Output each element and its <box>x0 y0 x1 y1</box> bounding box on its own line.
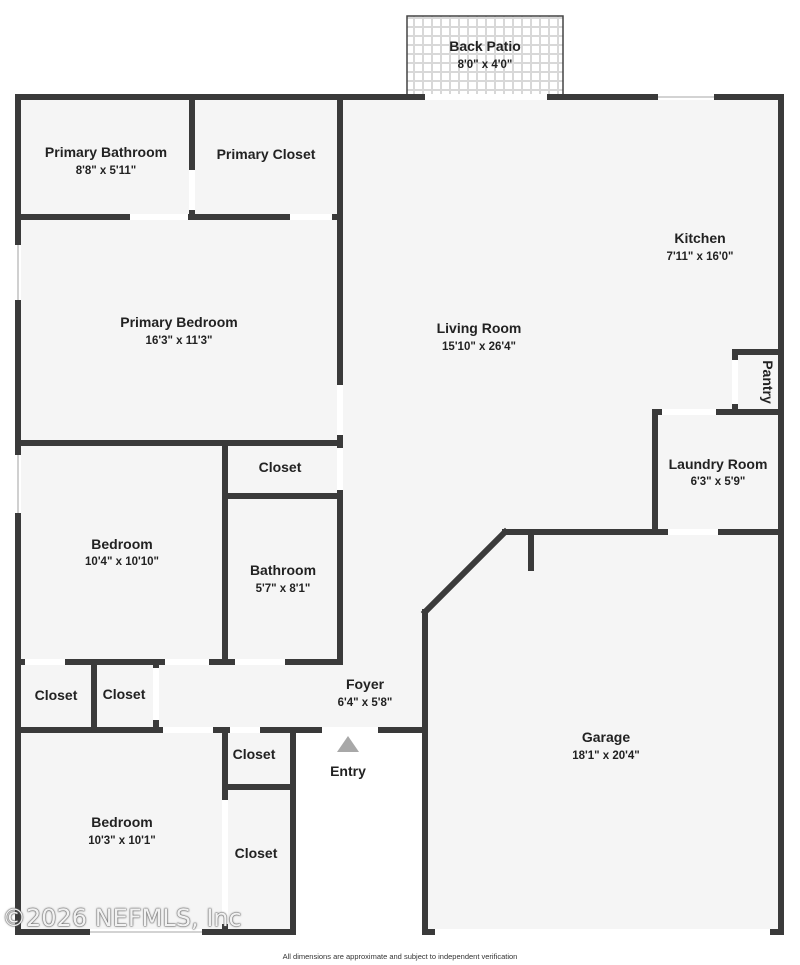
hall-closet-name: Closet <box>259 459 302 475</box>
kitchen-name: Kitchen <box>674 230 725 246</box>
entry-label: Entry <box>330 763 366 779</box>
primary-closet-name: Primary Closet <box>217 146 316 162</box>
bedroom-upper-dims: 10'4" x 10'10" <box>85 556 159 568</box>
back-patio-name: Back Patio <box>449 38 521 54</box>
living-room-dims: 15'10" x 26'4" <box>442 341 516 353</box>
closet-a-name: Closet <box>35 687 78 703</box>
bedroom-lower-name: Bedroom <box>91 814 152 830</box>
entry-porch <box>293 733 423 932</box>
closet-d-name: Closet <box>235 845 278 861</box>
watermark: ©2026 NEFMLS, Inc <box>2 904 242 932</box>
pantry-name: Pantry <box>760 360 776 404</box>
garage-dims: 18'1" x 20'4" <box>572 750 640 762</box>
room-labels: Back Patio 8'0" x 4'0" Primary Bathroom … <box>35 38 776 861</box>
back-patio <box>406 15 564 97</box>
closet-c-name: Closet <box>233 746 276 762</box>
foyer-dims: 6'4" x 5'8" <box>338 697 393 709</box>
window-panes <box>17 96 714 933</box>
bathroom-name: Bathroom <box>250 562 316 578</box>
living-room-name: Living Room <box>437 320 522 336</box>
bedroom-lower-dims: 10'3" x 10'1" <box>88 835 156 847</box>
primary-bedroom-name: Primary Bedroom <box>120 314 237 330</box>
disclaimer: All dimensions are approximate and subje… <box>282 952 518 961</box>
foyer-name: Foyer <box>346 676 385 692</box>
primary-bathroom-dims: 8'8" x 5'11" <box>76 165 137 177</box>
primary-bathroom-name: Primary Bathroom <box>45 144 167 160</box>
back-patio-dims: 8'0" x 4'0" <box>458 59 513 71</box>
garage-name: Garage <box>582 729 630 745</box>
bedroom-upper-name: Bedroom <box>91 536 152 552</box>
laundry-room-dims: 6'3" x 5'9" <box>691 476 746 488</box>
kitchen-dims: 7'11" x 16'0" <box>667 251 734 263</box>
bathroom-dims: 5'7" x 8'1" <box>256 583 311 595</box>
laundry-room-name: Laundry Room <box>669 456 768 472</box>
closet-b-name: Closet <box>103 686 146 702</box>
primary-bedroom-dims: 16'3" x 11'3" <box>146 335 213 347</box>
entry-arrow-icon <box>337 736 359 752</box>
